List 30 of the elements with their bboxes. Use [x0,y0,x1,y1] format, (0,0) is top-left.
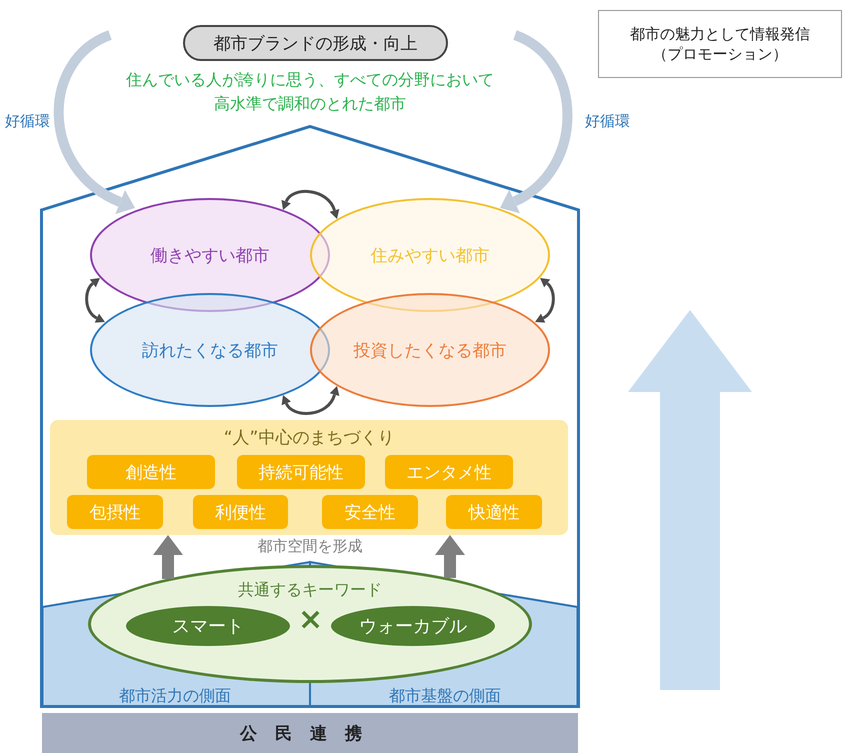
keyword-tag: エンタメ性 [385,455,513,489]
block-arrow [153,535,183,579]
city-ellipse: 投資したくなる都市 [310,293,550,407]
side-label: 都市活力の側面 [40,684,310,708]
curved-arrow [282,190,340,219]
cross-mark: × [298,604,322,636]
note-box: 都市の魅力として情報発信（プロモーション） [598,10,842,78]
keyword-tag: 創造性 [87,455,215,489]
curved-arrow [536,277,555,323]
edge-label: 好循環 [584,112,631,131]
panel-heading: “人”中心のまちづくり [222,427,396,449]
block-arrow [435,535,465,578]
cycle-arrow [54,30,134,214]
keyword-tag: 包摂性 [67,495,163,529]
keyword-tag: 快適性 [446,495,542,529]
keyword-ellipse: ウォーカブル [331,606,495,646]
caption-text: 住んでいる人が誇りに思う、すべての分野において高水準で調和のとれた都市 [125,69,495,115]
edge-label: 好循環 [4,112,51,131]
keyword-tag: 利便性 [193,495,288,529]
title-pill: 都市ブランドの形成・向上 [183,25,448,61]
curved-arrow [85,277,104,323]
ellipse-heading: 共通するキーワード [237,580,383,601]
panel [50,420,568,535]
cycle-arrow [500,30,572,213]
side-label: 都市基盤の側面 [310,684,580,708]
base-bar: 公民連携 [42,713,578,753]
keyword-ellipse: スマート [126,606,290,646]
curved-arrow [282,386,340,415]
keyword-tag: 持続可能性 [237,455,365,489]
keyword-tag: 安全性 [322,495,418,529]
